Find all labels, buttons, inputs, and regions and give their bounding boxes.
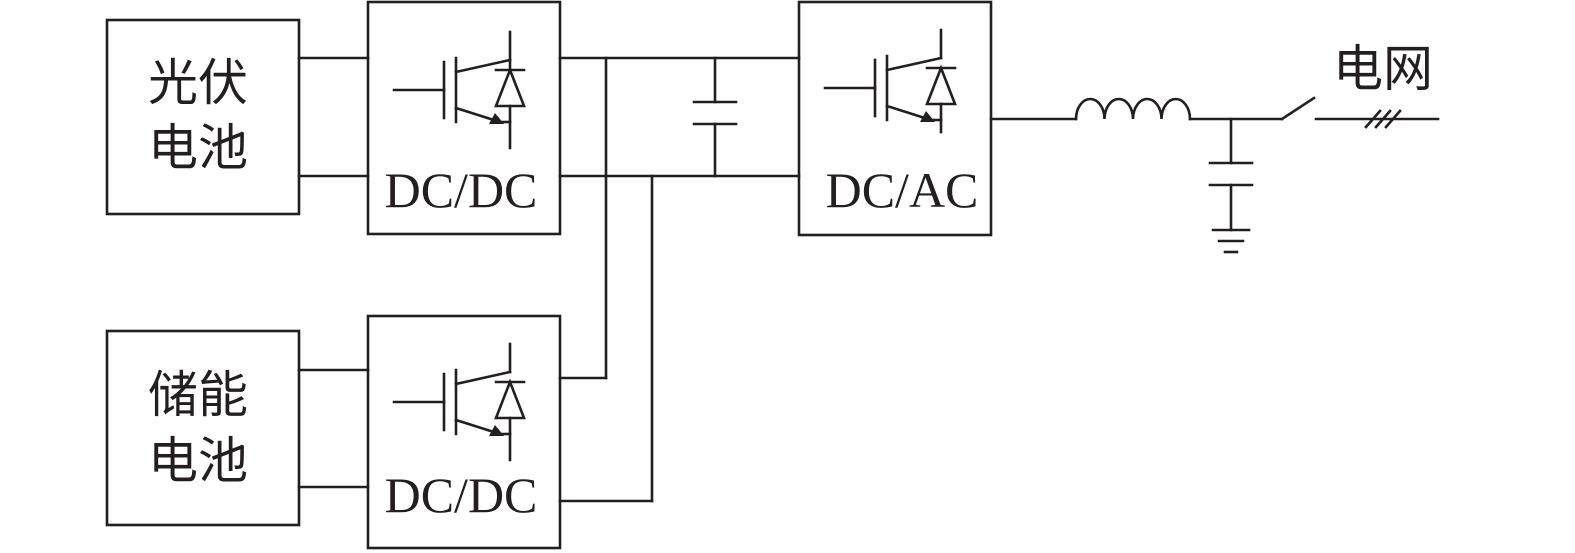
pv-battery-label-line2: 电池 [148,119,248,177]
three-phase-mark-icon [1364,109,1402,129]
ground-icon [1211,228,1251,254]
igbt-switch-icon [392,342,526,462]
pv-dcdc-converter: DC/DC [366,0,562,236]
dc-link-capacitor-icon [692,56,738,178]
filter-capacitor-icon [1208,117,1254,232]
grid-label: 电网 [1333,40,1433,98]
dc-bus-wires [558,56,801,503]
pv-battery-block: 光伏 电池 [105,18,301,216]
inductor-icon [1074,97,1192,121]
dcac-inverter: DC/AC [797,0,993,237]
source-connection-wires [297,56,370,489]
dcac-label: DC/AC [826,162,979,218]
storage-dcdc-converter: DC/DC [366,314,562,550]
storage-battery-label-line1: 储能 [148,366,248,424]
storage-dcdc-label: DC/DC [385,467,538,523]
storage-battery-block: 储能 电池 [105,329,301,527]
pv-dcdc-label: DC/DC [385,162,538,218]
igbt-switch-icon [823,28,957,134]
igbt-switch-icon [392,30,526,150]
storage-battery-label-line2: 电池 [148,432,248,490]
grid-line [1314,109,1440,129]
grid-switch-icon [1280,96,1316,121]
pv-battery-label-line1: 光伏 [148,54,248,112]
